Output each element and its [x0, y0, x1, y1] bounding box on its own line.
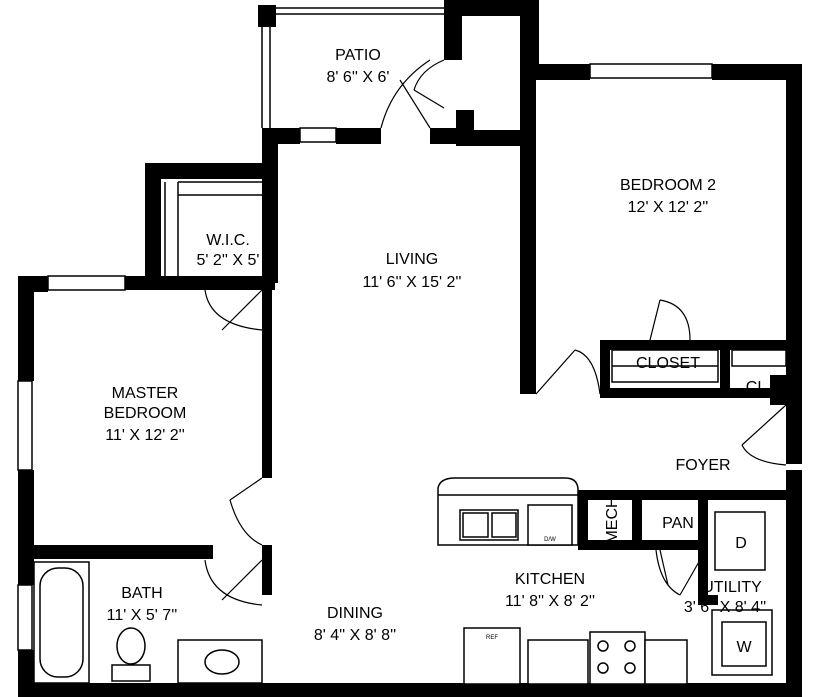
- living-size: 11' 6'' X 15' 2'': [363, 274, 462, 291]
- bath-size: 11' X 5' 7'': [107, 607, 178, 624]
- sink: [459, 509, 519, 541]
- tub: [33, 561, 90, 684]
- doors: [204, 59, 787, 606]
- dishwasher: [527, 504, 573, 546]
- wic-shelving: [164, 181, 262, 283]
- utility-size: 3' 6'' X 8' 4'': [684, 599, 766, 616]
- room-labels: PATIO 8' 6'' X 6' BEDROOM 2 12' X 12' 2'…: [104, 47, 767, 656]
- bedroom2-size: 12' X 12' 2'': [628, 199, 709, 216]
- wic-size: 5' 2'' X 5': [197, 252, 260, 269]
- living-name: LIVING: [386, 251, 438, 268]
- windows: [17, 63, 713, 651]
- utility-appliances: [711, 511, 773, 676]
- sink-basin: [204, 649, 240, 675]
- patio-outline: [261, 7, 444, 128]
- patio-size: 8' 6'' X 6': [327, 69, 390, 86]
- dining-size: 8' 4'' X 8' 8'': [314, 627, 396, 644]
- foyer-name: FOYER: [675, 457, 730, 474]
- washer-box: [721, 621, 767, 667]
- bath-name: BATH: [121, 585, 162, 602]
- bedroom2-name: BEDROOM 2: [620, 177, 716, 194]
- toilet-tank: [111, 664, 151, 682]
- cl-name: CL: [746, 379, 767, 396]
- closet-name: CLOSET: [636, 355, 700, 372]
- dining-name: DINING: [327, 605, 383, 622]
- pan-name: PAN: [662, 515, 694, 532]
- dryer-label: D: [735, 535, 747, 552]
- dryer-box: [714, 511, 766, 571]
- patio-name: PATIO: [335, 47, 381, 64]
- bath-fixtures: [33, 561, 263, 684]
- refrigerator-label: REF: [486, 635, 498, 641]
- wic-name: W.I.C.: [206, 232, 250, 249]
- kitchen-size: 11' 8'' X 8' 2'': [505, 593, 595, 610]
- refrigerator: [463, 627, 521, 685]
- walls: [18, 0, 802, 697]
- range: [589, 631, 646, 685]
- toilet-bowl: [116, 627, 146, 665]
- master-name-line2: BEDROOM: [104, 405, 187, 422]
- kitchen-name: KITCHEN: [515, 571, 585, 588]
- utility-name: UTILITY: [702, 579, 762, 596]
- master-name-line1: MASTER: [112, 385, 179, 402]
- washer-label: W: [736, 639, 752, 656]
- kitchen-fixtures: [437, 477, 688, 685]
- dishwasher-label: D/W: [544, 537, 556, 543]
- master-size: 11' X 12' 2'': [105, 427, 185, 444]
- mech-name: MECH: [604, 496, 621, 543]
- closet-fixtures: [611, 349, 787, 383]
